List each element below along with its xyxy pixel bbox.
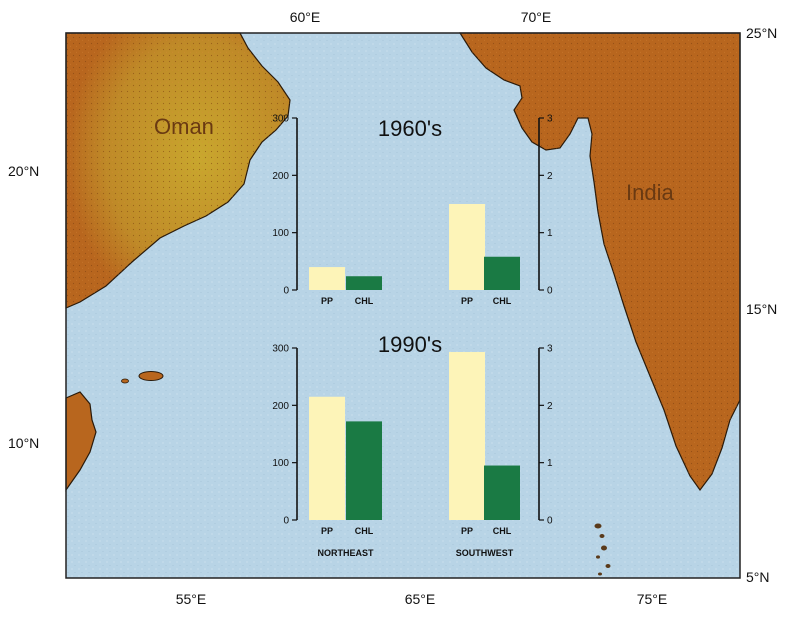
category-label: PP bbox=[461, 296, 473, 306]
map-frame bbox=[65, 32, 741, 579]
y-tick-label: 200 bbox=[272, 171, 289, 182]
region-label: NORTHEAST bbox=[318, 548, 375, 558]
category-label: CHL bbox=[493, 526, 512, 536]
bar-pp bbox=[449, 352, 485, 520]
y-tick-label: 3 bbox=[547, 114, 553, 125]
chart-title: 1960's bbox=[378, 116, 442, 141]
bar-chl bbox=[484, 256, 520, 290]
lon-labels-top: 60°E 70°E bbox=[290, 9, 552, 25]
india-label: India bbox=[626, 180, 674, 205]
category-label: PP bbox=[461, 526, 473, 536]
bar-chl bbox=[346, 276, 382, 290]
lat-labels-left: 20°N 10°N bbox=[8, 163, 39, 451]
chart-panel-3: 0 1 2 3PP CHL SOUTHWEST bbox=[449, 344, 553, 558]
chart-panel-1: 0 1 2 3PP CHL bbox=[449, 114, 553, 306]
y-tick-label: 100 bbox=[272, 228, 289, 239]
lon-label-60: 60°E bbox=[290, 9, 321, 25]
socotra-island bbox=[138, 371, 164, 381]
region-label: SOUTHWEST bbox=[456, 548, 514, 558]
africa-land bbox=[65, 391, 97, 492]
lon-label-55: 55°E bbox=[176, 591, 207, 607]
bar-pp bbox=[309, 396, 345, 520]
y-tick-label: 300 bbox=[272, 344, 289, 355]
lon-label-70: 70°E bbox=[521, 9, 552, 25]
oman-label: Oman bbox=[154, 114, 214, 139]
bar-pp bbox=[449, 204, 485, 290]
lat-labels-right: 25°N 15°N 5°N bbox=[746, 25, 777, 585]
chart-title: 1990's bbox=[378, 332, 442, 357]
y-tick-label: 200 bbox=[272, 401, 289, 412]
lat-label-20: 20°N bbox=[8, 163, 39, 179]
y-tick-label: 0 bbox=[547, 286, 553, 297]
maldives-islands bbox=[594, 523, 611, 576]
lat-label-10: 10°N bbox=[8, 435, 39, 451]
y-tick-label: 1 bbox=[547, 458, 553, 469]
y-tick-label: 3 bbox=[547, 344, 553, 355]
y-tick-label: 2 bbox=[547, 401, 553, 412]
lat-label-5: 5°N bbox=[746, 569, 770, 585]
lat-label-25: 25°N bbox=[746, 25, 777, 41]
lat-label-15: 15°N bbox=[746, 301, 777, 317]
y-tick-label: 300 bbox=[272, 114, 289, 125]
category-label: CHL bbox=[355, 526, 374, 536]
lon-label-65: 65°E bbox=[405, 591, 436, 607]
category-label: CHL bbox=[355, 296, 374, 306]
lon-labels-bottom: 55°E 65°E 75°E bbox=[176, 591, 668, 607]
y-tick-label: 1 bbox=[547, 228, 553, 239]
y-tick-label: 0 bbox=[547, 516, 553, 527]
category-label: PP bbox=[321, 296, 333, 306]
category-label: CHL bbox=[493, 296, 512, 306]
category-label: PP bbox=[321, 526, 333, 536]
lon-label-75: 75°E bbox=[637, 591, 668, 607]
y-tick-label: 0 bbox=[283, 516, 289, 527]
y-tick-label: 100 bbox=[272, 458, 289, 469]
bar-chl bbox=[346, 421, 382, 520]
bar-pp bbox=[309, 267, 345, 290]
y-tick-label: 0 bbox=[283, 286, 289, 297]
bar-chl bbox=[484, 465, 520, 520]
y-tick-label: 2 bbox=[547, 171, 553, 182]
